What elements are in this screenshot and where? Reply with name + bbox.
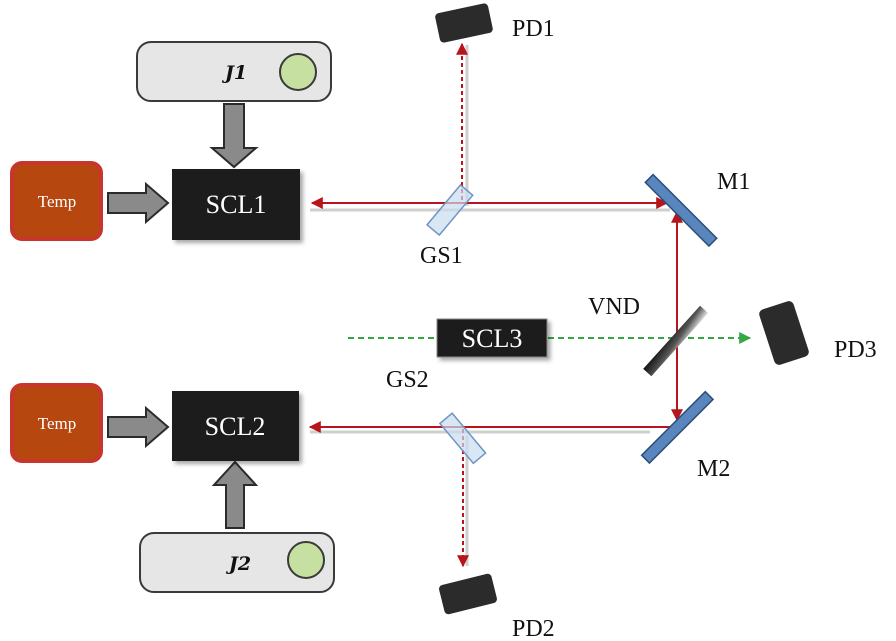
pd2-label: PD2	[512, 616, 555, 641]
arrow-temp-to-scl1-icon	[107, 181, 170, 225]
temperature-controller-top: Temp	[10, 161, 103, 241]
current-source-j1-label: J1	[222, 62, 247, 84]
gs1-label: GS1	[420, 243, 463, 269]
pd3-label: PD3	[834, 337, 877, 363]
arrow-temp-to-scl2-icon	[107, 405, 170, 449]
knob-icon	[279, 53, 317, 91]
laser-scl3: SCL3	[436, 318, 548, 358]
current-source-j2-label: J2	[226, 553, 251, 575]
knob-icon	[287, 541, 325, 579]
m2-label: M2	[697, 456, 730, 482]
current-source-j2: J2	[139, 532, 335, 593]
mirror-m2	[640, 390, 715, 465]
arrow-j2-to-scl2-icon	[211, 460, 259, 529]
laser-scl1: SCL1	[172, 169, 300, 240]
temperature-controller-bottom-label: Temp	[38, 414, 76, 433]
laser-scl2: SCL2	[172, 391, 299, 461]
pd1-label: PD1	[512, 16, 555, 42]
photodetector-pd2-icon	[439, 573, 497, 615]
beam-shadows	[310, 45, 670, 566]
glass-splitter-gs2	[438, 412, 487, 465]
temperature-controller-top-label: Temp	[38, 192, 76, 211]
m1-label: M1	[717, 169, 750, 195]
vnd-label: VND	[588, 294, 640, 320]
laser-scl2-label: SCL2	[205, 412, 266, 441]
variable-nd-filter	[643, 305, 709, 377]
current-source-j1: J1	[136, 41, 332, 102]
photodetector-pd1-icon	[435, 3, 493, 43]
arrow-j1-to-scl1-icon	[209, 103, 259, 169]
photodetector-pd3-icon	[759, 301, 809, 365]
laser-scl3-label: SCL3	[462, 324, 523, 353]
gs2-label: GS2	[386, 367, 429, 393]
laser-scl1-label: SCL1	[206, 190, 267, 219]
mirror-m1	[644, 173, 718, 248]
temperature-controller-bottom: Temp	[10, 383, 103, 463]
glass-splitter-gs1	[425, 183, 474, 237]
